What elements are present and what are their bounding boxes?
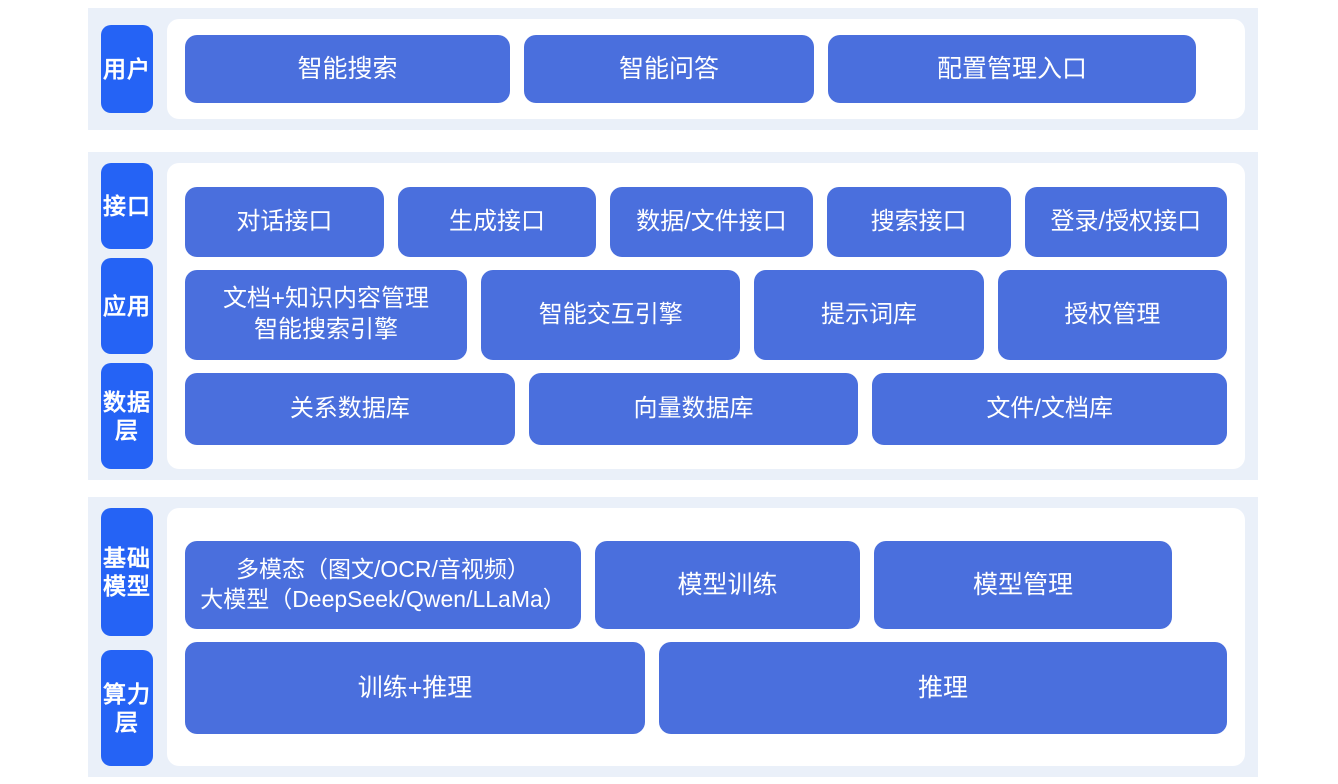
box-inference[interactable]: 推理 (659, 641, 1227, 734)
box-label: 向量数据库 (633, 394, 754, 422)
box-label: 智能搜索 (297, 55, 398, 83)
box-multimodal-large-model[interactable]: 多模态（图文/OCR/音视频） 大模型（DeepSeek/Qwen/LLaMa） (185, 540, 581, 629)
row-foundation-model: 多模态（图文/OCR/音视频） 大模型（DeepSeek/Qwen/LLaMa）… (185, 540, 1227, 629)
box-dialog-interface[interactable]: 对话接口 (185, 187, 384, 257)
box-file-document-repository[interactable]: 文件/文档库 (872, 373, 1228, 445)
box-smart-search[interactable]: 智能搜索 (185, 35, 510, 103)
box-label: 生成接口 (448, 207, 545, 235)
layer-tab-rail-user: 用户 (88, 8, 154, 130)
row-user-entries: 智能搜索 智能问答 配置管理入口 (185, 35, 1227, 103)
box-prompt-library[interactable]: 提示词库 (754, 270, 984, 360)
layer-tab-compute[interactable]: 算力层 (101, 650, 153, 766)
box-model-management[interactable]: 模型管理 (874, 540, 1172, 629)
layer-tab-rail-base: 基础模型 算力层 (88, 497, 154, 777)
box-label: 对话接口 (236, 207, 333, 235)
box-generation-interface[interactable]: 生成接口 (397, 187, 597, 257)
layer-tab-rail-mid: 接口 应用 数据层 (88, 152, 154, 480)
box-authorization-management[interactable]: 授权管理 (997, 270, 1228, 360)
box-smart-interaction-engine[interactable]: 智能交互引擎 (481, 270, 741, 360)
band-interface-application-data: 接口 应用 数据层 对话接口 生成接口 数据/文件接口 搜索接口 登录/授权 (88, 152, 1258, 480)
row-application: 文档+知识内容管理 智能搜索引擎 智能交互引擎 提示词库 授权管理 (185, 270, 1228, 360)
box-label-line1: 文档+知识内容管理 (223, 285, 430, 313)
box-label: 智能交互引擎 (538, 300, 683, 328)
box-label: 授权管理 (1064, 300, 1161, 328)
box-document-knowledge-management[interactable]: 文档+知识内容管理 智能搜索引擎 (185, 270, 468, 360)
box-label-group: 文档+知识内容管理 智能搜索引擎 (223, 284, 429, 345)
box-data-file-interface[interactable]: 数据/文件接口 (610, 187, 813, 257)
box-login-auth-interface[interactable]: 登录/授权接口 (1024, 187, 1227, 257)
box-label: 关系数据库 (289, 394, 410, 422)
band-user-layer: 用户 智能搜索 智能问答 配置管理入口 (88, 8, 1258, 130)
box-label: 文件/文档库 (986, 394, 1113, 422)
row-data-layer: 关系数据库 向量数据库 文件/文档库 (185, 373, 1228, 445)
row-interface: 对话接口 生成接口 数据/文件接口 搜索接口 登录/授权接口 (185, 187, 1227, 257)
box-label-line1: 多模态（图文/OCR/音视频） (236, 555, 530, 582)
panel-base: 多模态（图文/OCR/音视频） 大模型（DeepSeek/Qwen/LLaMa）… (167, 508, 1245, 766)
box-label: 数据/文件接口 (636, 207, 787, 235)
panel-mid: 对话接口 生成接口 数据/文件接口 搜索接口 登录/授权接口 文 (167, 163, 1245, 469)
box-label: 登录/授权接口 (1050, 207, 1202, 235)
band-foundation-model-compute: 基础模型 算力层 多模态（图文/OCR/音视频） 大模型（DeepSeek/Qw… (88, 497, 1258, 777)
box-label-line2: 智能搜索引擎 (254, 316, 399, 343)
layer-tab-interface[interactable]: 接口 (101, 163, 153, 249)
layer-tab-foundation-model[interactable]: 基础模型 (101, 508, 153, 636)
layer-tab-data[interactable]: 数据层 (101, 363, 153, 469)
box-label: 模型管理 (972, 570, 1073, 599)
box-model-training[interactable]: 模型训练 (595, 540, 860, 629)
box-label: 配置管理入口 (936, 55, 1087, 83)
box-training-plus-inference[interactable]: 训练+推理 (185, 641, 645, 734)
box-smart-qa[interactable]: 智能问答 (524, 35, 814, 103)
box-label: 提示词库 (820, 300, 917, 328)
box-label: 智能问答 (618, 55, 719, 83)
box-relational-database[interactable]: 关系数据库 (185, 373, 515, 445)
row-compute-layer: 训练+推理 推理 (185, 641, 1227, 734)
box-label: 推理 (917, 673, 968, 702)
box-label-group: 多模态（图文/OCR/音视频） 大模型（DeepSeek/Qwen/LLaMa） (200, 555, 566, 615)
box-config-management-entry[interactable]: 配置管理入口 (828, 35, 1196, 103)
box-label: 模型训练 (677, 570, 778, 599)
box-label-line2: 大模型（DeepSeek/Qwen/LLaMa） (200, 585, 566, 612)
box-label: 训练+推理 (357, 673, 473, 702)
box-label: 搜索接口 (870, 207, 967, 235)
box-vector-database[interactable]: 向量数据库 (528, 373, 859, 445)
box-search-interface[interactable]: 搜索接口 (826, 187, 1011, 257)
layer-tab-application[interactable]: 应用 (101, 258, 153, 354)
layer-tab-user[interactable]: 用户 (101, 25, 153, 113)
panel-user: 智能搜索 智能问答 配置管理入口 (167, 19, 1245, 119)
